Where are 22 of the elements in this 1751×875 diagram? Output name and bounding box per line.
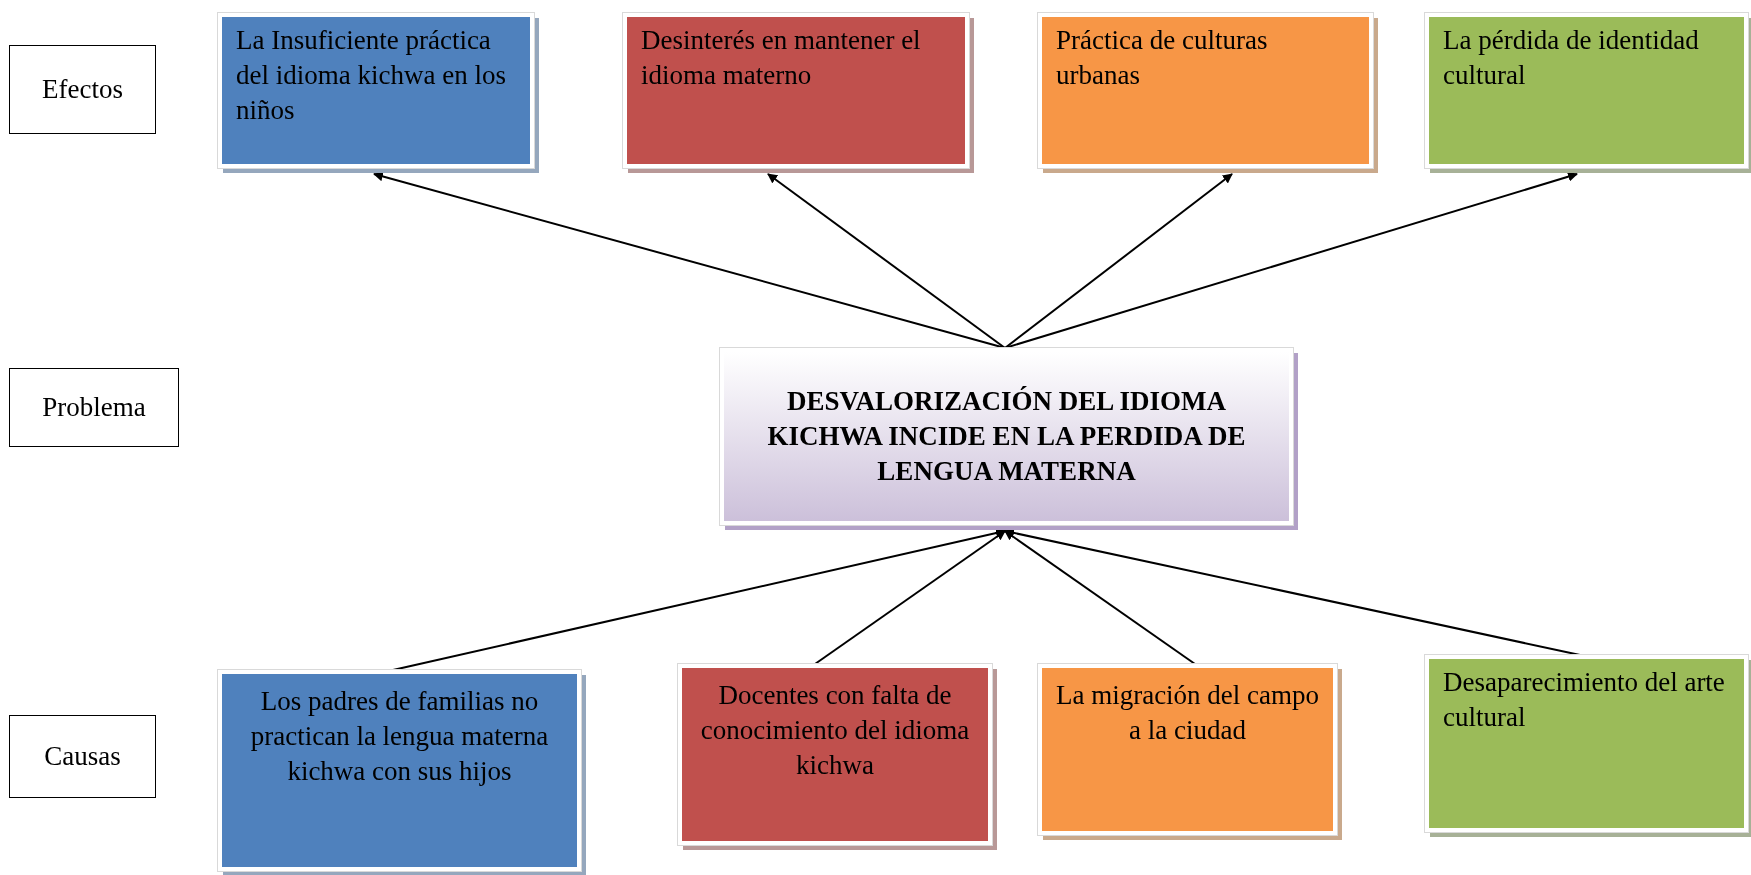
arrow: [814, 530, 1006, 665]
arrow: [1004, 173, 1233, 349]
box-text: Práctica de culturas urbanas: [1056, 24, 1269, 93]
section-label: Efectos: [42, 72, 123, 106]
arrow: [767, 173, 1006, 349]
arrow: [1004, 171, 1578, 349]
arrow: [1004, 530, 1196, 665]
arrow: [1004, 528, 1581, 656]
category-label: [9, 45, 156, 134]
box-text: La Insuficiente práctica del idioma kichwa en los niños: [236, 24, 507, 128]
box-text: La pérdida de identidad cultural: [1443, 24, 1700, 93]
box-text: Los padres de familias no practican la lengua materna kichwa con sus hijos: [249, 685, 550, 789]
box-text: Desinterés en mantener el idioma materno: [641, 24, 922, 93]
arrow: [392, 528, 1006, 671]
section-label: Problema: [42, 390, 146, 424]
box-text: DESVALORIZACIÓN DEL IDIOMA KICHWA INCIDE EN LA PERDIDA DE LENGUA MATERNA: [766, 384, 1247, 489]
box-text: Docentes con falta de conocimiento del idioma kichwa: [699, 679, 971, 783]
box-text: La migración del campo a la ciudad: [1054, 679, 1321, 748]
category-label: [9, 368, 179, 447]
category-label: [9, 715, 156, 798]
box-text: Desaparecimiento del arte cultural: [1443, 666, 1726, 735]
section-label: Causas: [44, 739, 121, 773]
